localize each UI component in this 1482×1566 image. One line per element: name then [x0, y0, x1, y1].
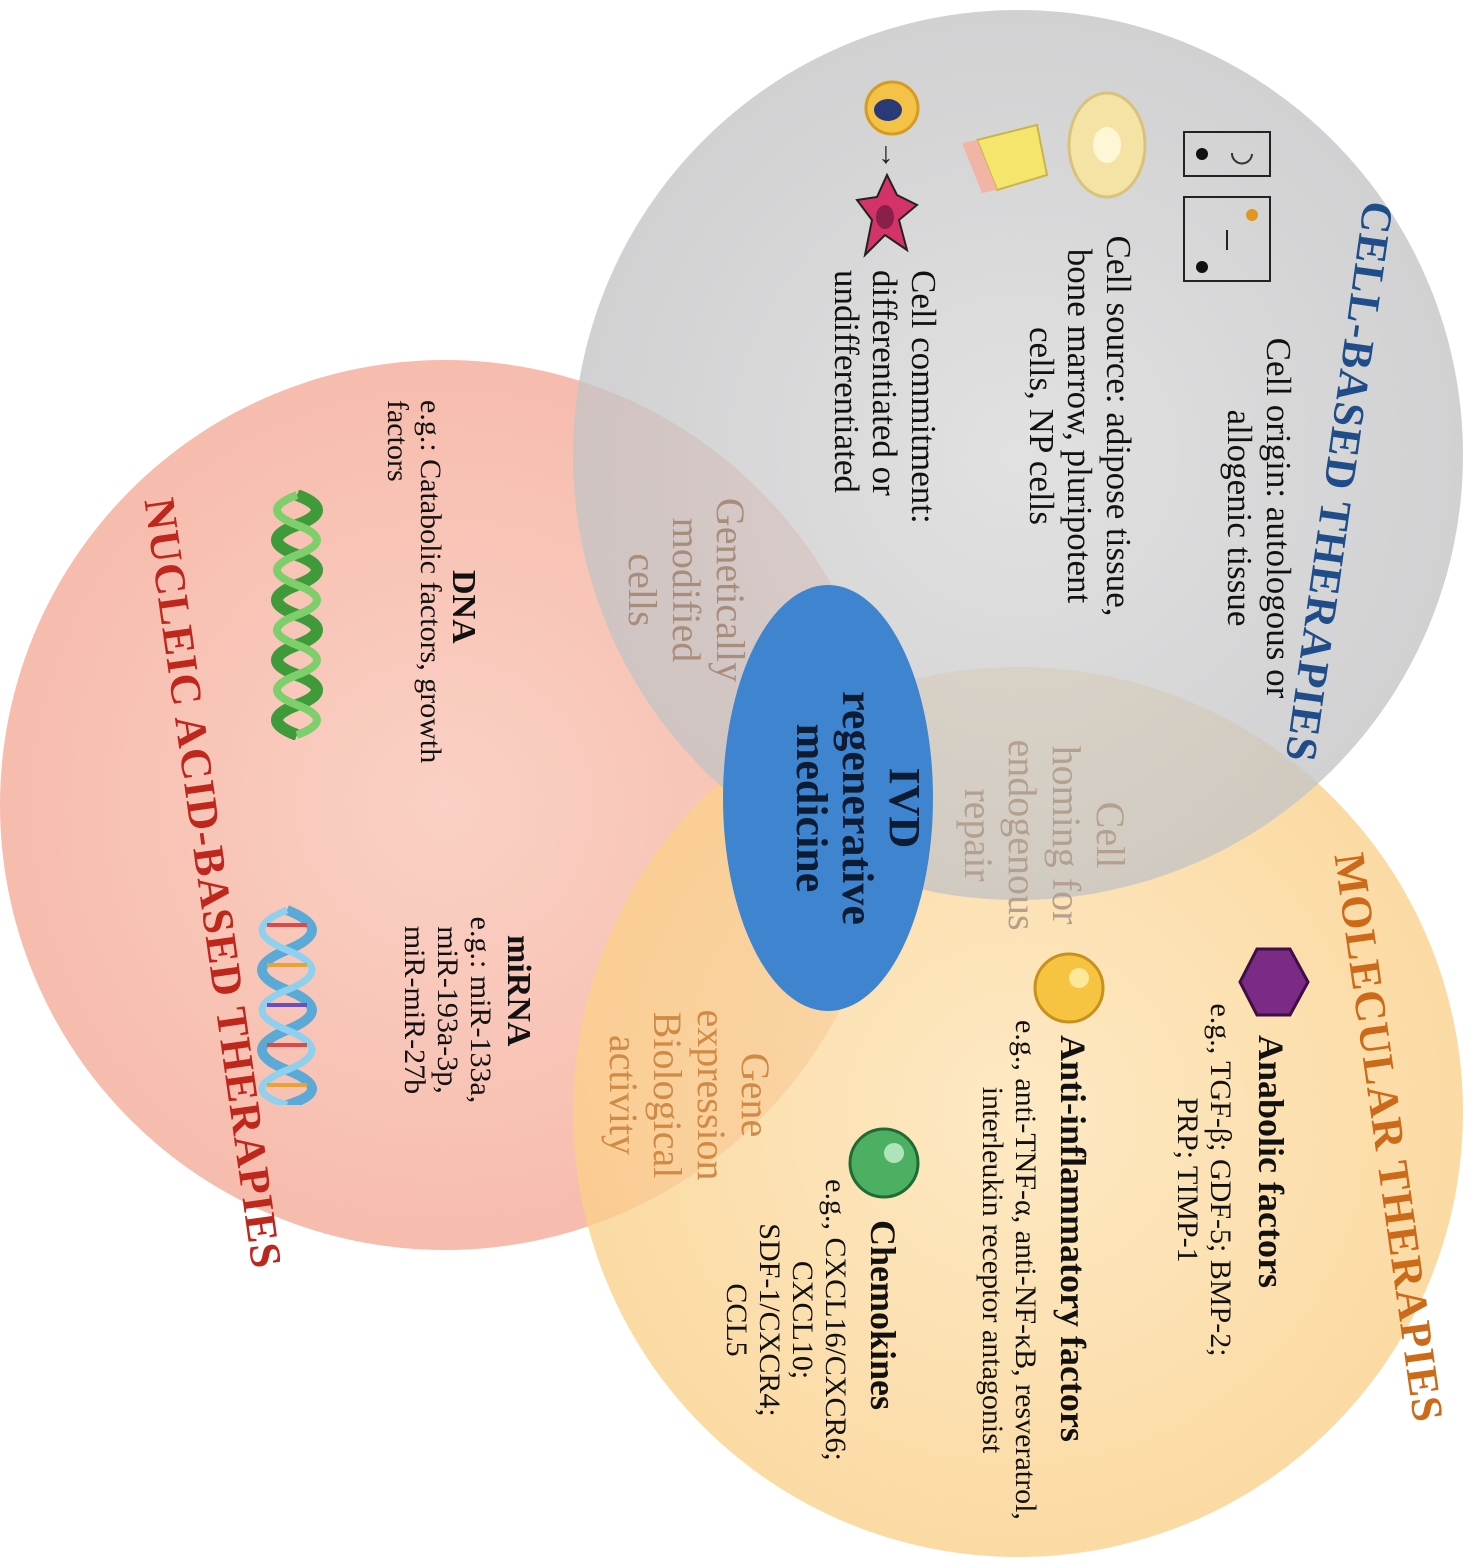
dna-title: DNA [445, 570, 482, 644]
adipose-tissue-icon [962, 123, 1049, 193]
autologous-loop-icon [1183, 131, 1271, 177]
genetic-line-1: Genetically [708, 497, 753, 683]
molecular-title: MOLECULAR THERAPIES [1324, 849, 1453, 1426]
cell-commit-text: Cell commitment: differentiated or undif… [827, 270, 943, 670]
differentiated-cell-icon [855, 172, 919, 259]
gene-line-4: activity [601, 1035, 646, 1155]
cell-origin-line-1: Cell origin: autologous or [1259, 337, 1298, 699]
center-line-3: medicine [786, 723, 836, 893]
anti-title: Anti-inflammatory factors [1053, 1035, 1093, 1442]
gene-line-1: Gene [733, 1052, 778, 1138]
cell-commit-line-3: undifferentiated [827, 270, 866, 493]
mirna-line-2: miR-193a-3p, [431, 926, 464, 1094]
gene-line-2: expression [689, 1009, 734, 1181]
dna-line-2: factors [381, 400, 414, 482]
center-label: IVD regenerative medicine [786, 658, 929, 958]
cell-origin-line-2: allogenic tissue [1220, 409, 1260, 627]
homing-line-3: endogenous [1000, 739, 1045, 931]
cell-commit-line-1: Cell commitment: [904, 270, 943, 524]
mirna-helix-icon [257, 905, 317, 1105]
cell-commit-line-2: differentiated or [865, 270, 905, 496]
anabolic-line-2: PRP; TIMP-1 [1171, 1097, 1204, 1263]
cell-homing-label: Cell homing for endogenous repair [956, 685, 1133, 985]
chemo-line-1: e.g., CXCL16/CXCR6; [819, 1179, 852, 1461]
anabolic-line-1: e.g., TGF-β; GDF-5; BMP-2; [1204, 1003, 1237, 1357]
gene-line-3: Biological [645, 1011, 690, 1179]
center-line-2: regenerative [833, 691, 883, 925]
anti-line-1: e.g., anti-TNF-α, anti-NF-κB, resveratro… [1009, 1020, 1042, 1520]
dna-line-1: e.g.: Catabolic factors, growth [414, 400, 447, 764]
mirna-title: miRNA [500, 935, 537, 1047]
hexagon-anabolic-icon [1238, 947, 1310, 1017]
center-line-1: IVD [880, 767, 929, 849]
chemo-line-2: CXCL10; [786, 1260, 819, 1380]
genetic-line-3: cells [620, 553, 665, 627]
anti-text: e.g., anti-TNF-α, anti-NF-κB, resveratro… [976, 1000, 1042, 1540]
mirna-line-3: miR-miR-27b [398, 925, 431, 1095]
stem-cell-icon [864, 80, 920, 136]
cell-origin-text: Cell origin: autologous or allogenic tis… [1220, 318, 1299, 718]
pelvis-bone-icon [1067, 91, 1147, 199]
mirna-text: e.g.: miR-133a, miR-193a-3p, miR-miR-27b [398, 900, 497, 1120]
mirna-line-1: e.g.: miR-133a, [464, 916, 497, 1104]
green-sphere-icon [848, 1127, 920, 1199]
anabolic-text: e.g., TGF-β; GDF-5; BMP-2; PRP; TIMP-1 [1171, 990, 1237, 1370]
center-ellipse [723, 585, 933, 1011]
genetic-line-2: modified [664, 517, 709, 663]
allogenic-transfer-icon [1183, 196, 1271, 282]
cell-source-line-3: cells, NP cells [1022, 327, 1061, 525]
chemo-title: Chemokines [863, 1220, 903, 1411]
cell-source-line-2: bone marrow, pluripotent [1060, 248, 1100, 604]
anti-line-2: interleukin receptor antagonist [976, 1086, 1009, 1454]
homing-line-2: homing for [1044, 745, 1089, 925]
homing-line-1: Cell [1088, 801, 1133, 869]
anabolic-title: Anabolic factors [1251, 1035, 1291, 1288]
dna-helix-icon [271, 490, 323, 740]
yellow-sphere-icon [1033, 952, 1105, 1024]
cell-source-text: Cell source: adipose tissue, bone marrow… [1022, 216, 1138, 636]
dna-text: e.g.: Catabolic factors, growth factors [381, 400, 447, 820]
genetically-modified-label: Genetically modified cells [620, 460, 753, 720]
gene-expression-label: Gene expression Biological activity [601, 965, 778, 1225]
cell-source-line-1: Cell source: adipose tissue, [1099, 235, 1138, 617]
homing-line-4: repair [956, 788, 1001, 882]
